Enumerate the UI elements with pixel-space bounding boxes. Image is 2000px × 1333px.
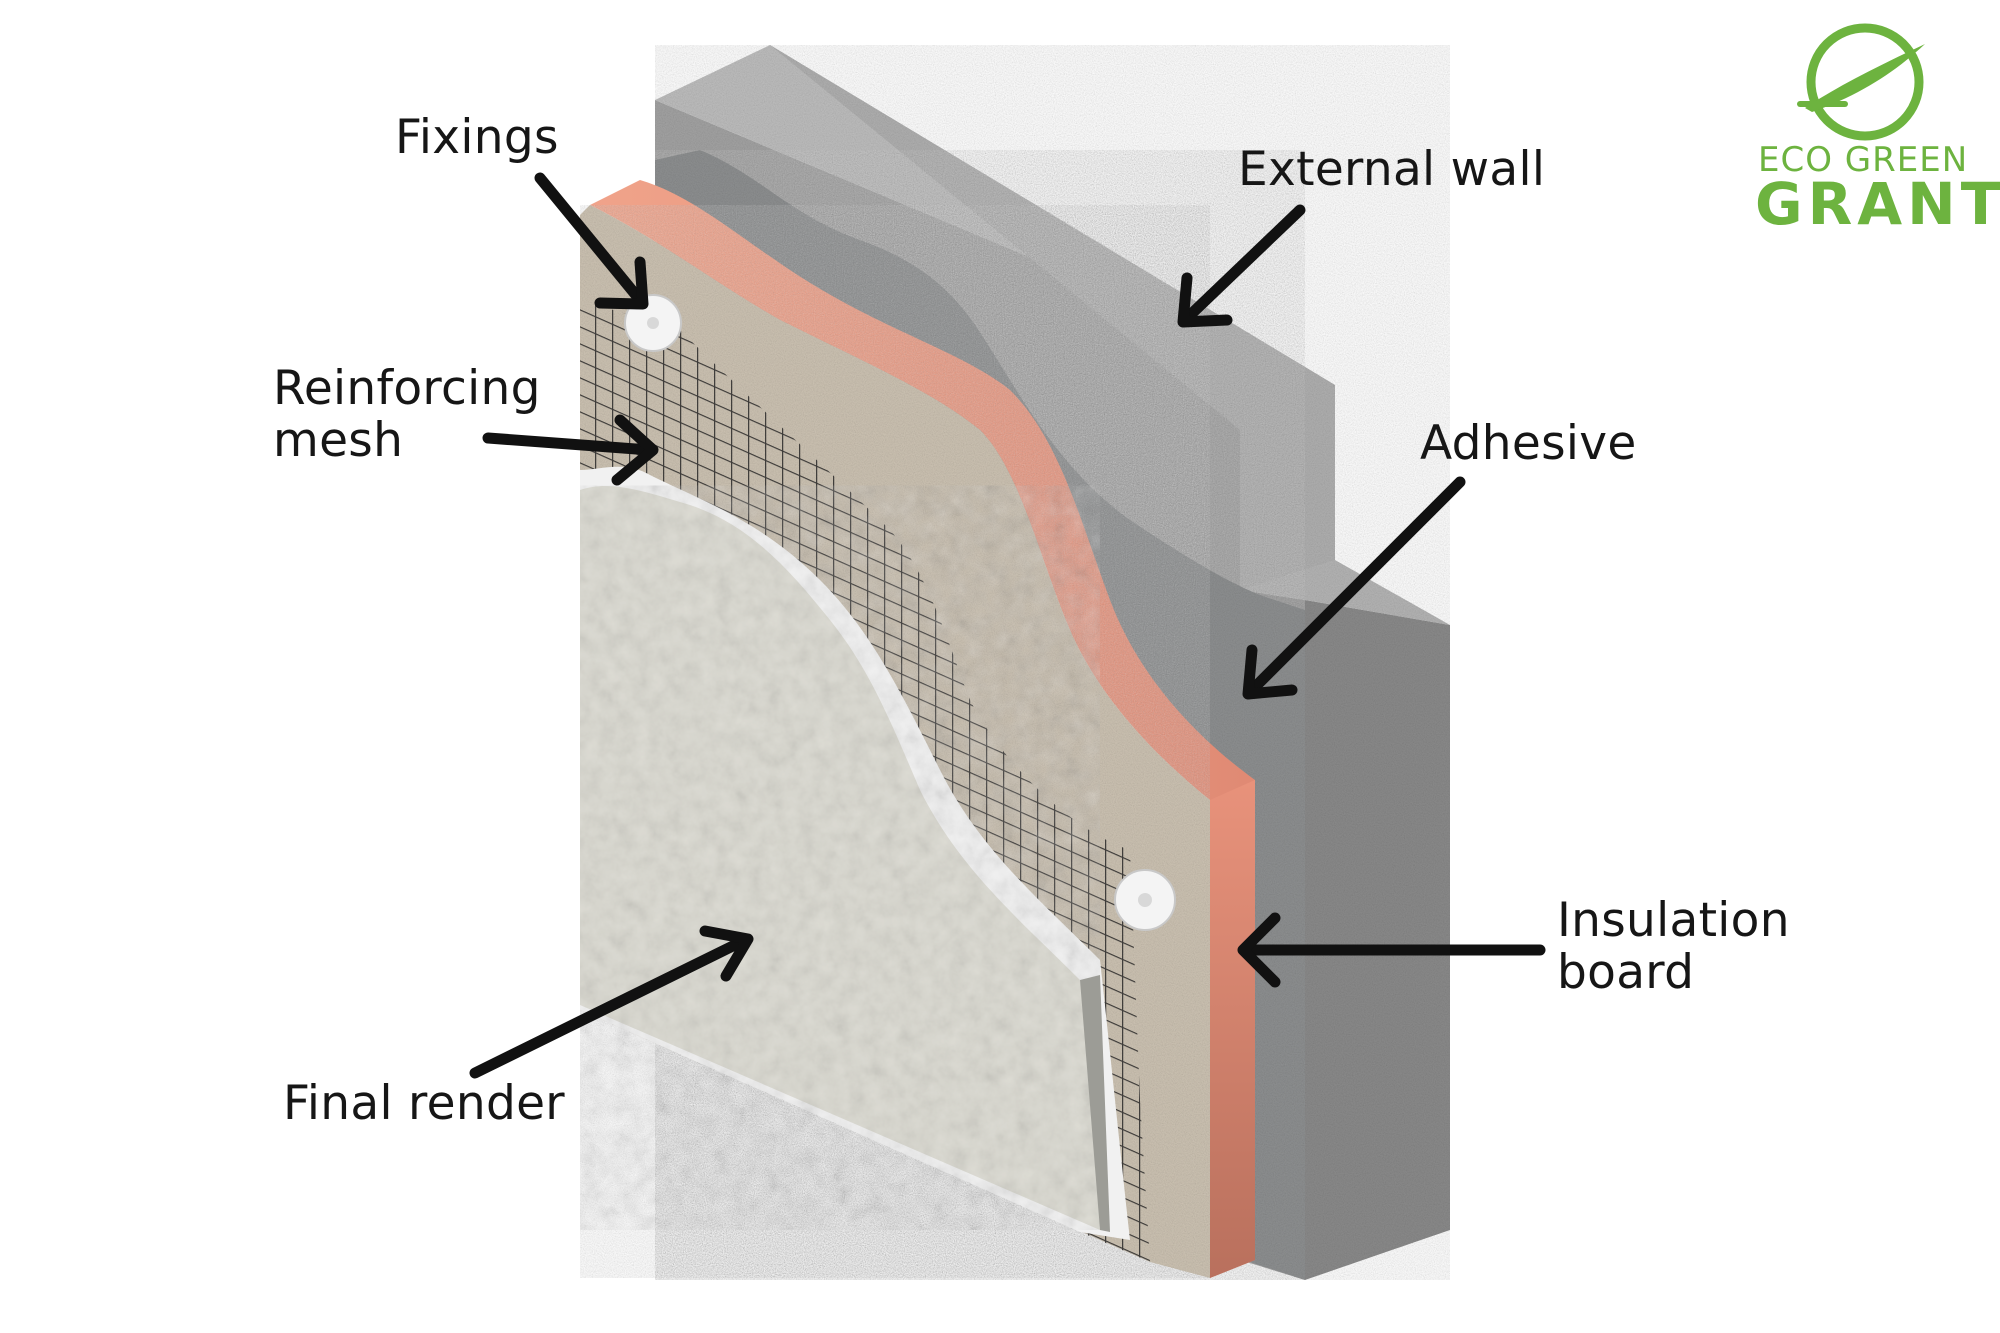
final-render-layer (580, 485, 1100, 1230)
arrow-fixings (534, 172, 649, 310)
wall-upper-face (655, 100, 1335, 590)
logo-text-grant: GRANT (1755, 170, 2000, 238)
arrow-insulation-board (1237, 912, 1546, 988)
final-render-edge (1080, 975, 1110, 1232)
label-insulation-board-line1: Insulation (1557, 893, 1790, 948)
arrow-final-render (469, 925, 754, 1079)
label-insulation-board: Insulation board (1557, 895, 1790, 998)
wall-lower-side (1305, 600, 1450, 1280)
fixing-bottom (1114, 869, 1176, 931)
insulation-board-edge (1210, 780, 1255, 1278)
label-final-render: Final render (283, 1076, 565, 1131)
label-adhesive: Adhesive (1420, 416, 1637, 471)
logo-text-eco-green: ECO GREEN (1758, 140, 1969, 180)
label-reinforcing-mesh: Reinforcing mesh (273, 363, 541, 466)
label-reinforcing-mesh-line2: mesh (273, 412, 404, 468)
eco-green-grant-logo (1797, 23, 1925, 141)
arrow-reinforcing-mesh (482, 414, 659, 486)
label-external-wall: External wall (1238, 142, 1546, 197)
label-fixings: Fixings (395, 110, 559, 165)
label-reinforcing-mesh-line1: Reinforcing (273, 361, 541, 416)
label-insulation-board-line2: board (1557, 944, 1695, 1000)
arrow-external-wall (1177, 204, 1306, 328)
arrow-adhesive (1242, 476, 1466, 700)
leaf-icon (1805, 44, 1925, 112)
